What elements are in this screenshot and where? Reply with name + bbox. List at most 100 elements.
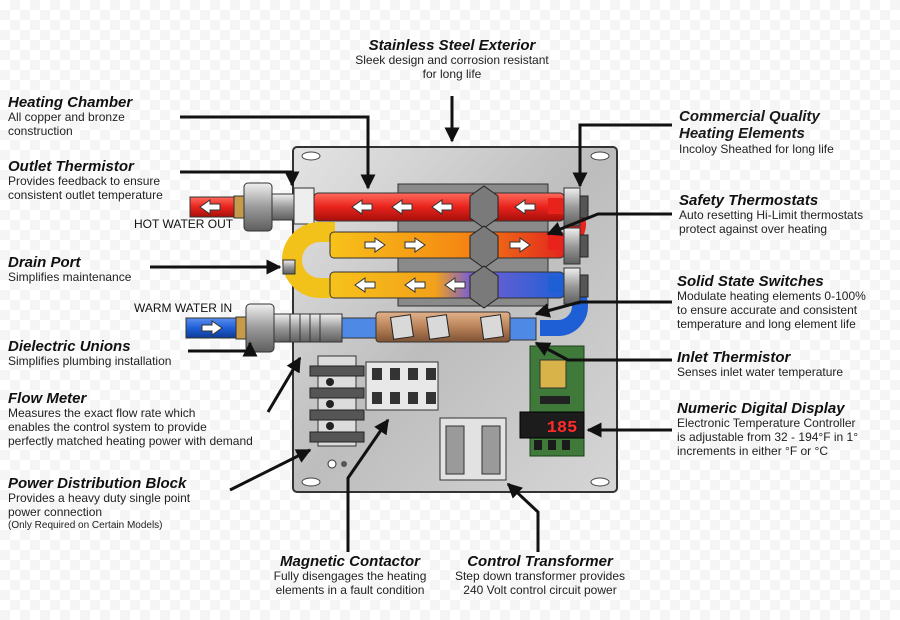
title: Stainless Steel Exterior xyxy=(368,37,536,54)
title: Magnetic Contactor xyxy=(279,553,420,570)
label-magnetic-contactor: Magnetic Contactor Fully disengages the … xyxy=(250,553,450,598)
label-flow-meter: Flow Meter Measures the exact flow rate … xyxy=(8,390,253,449)
callout-dielectric xyxy=(188,341,258,357)
mount-hole-bl xyxy=(301,477,321,487)
desc: Step down transformer provides xyxy=(454,569,626,584)
title: Heating Elements xyxy=(679,125,805,143)
label-safety-thermostats: Safety Thermostats Auto resetting Hi-Lim… xyxy=(679,192,863,237)
mount-hole-br xyxy=(590,477,610,487)
desc: for long life xyxy=(422,67,482,82)
flow-arrow xyxy=(404,277,426,293)
desc: to ensure accurate and consistent xyxy=(677,303,858,318)
ssr-switch-1 xyxy=(390,314,414,340)
flow-arrow xyxy=(514,199,536,215)
desc: protect against over heating xyxy=(679,222,828,237)
desc: Provides feedback to ensure xyxy=(8,174,161,189)
label-heating-elements: Commercial Quality Heating Elements Inco… xyxy=(679,108,834,156)
callout-solid-state xyxy=(534,300,672,318)
mount-hole-tr xyxy=(590,151,610,161)
title: Heating Chamber xyxy=(8,94,133,111)
flow-arrow xyxy=(351,199,373,215)
desc: Incoloy Sheathed for long life xyxy=(679,141,834,156)
desc: Provides a heavy duty single point xyxy=(8,491,191,506)
label-control-transformer: Control Transformer Step down transforme… xyxy=(440,553,640,598)
brass-fitting xyxy=(233,195,245,219)
element-cap-3 xyxy=(563,267,581,305)
desc: consistent outlet temperature xyxy=(8,188,163,203)
callout-transformer xyxy=(506,482,540,552)
title: Solid State Switches xyxy=(677,273,824,290)
desc: perfectly matched heating power with dem… xyxy=(8,433,253,448)
desc: Auto resetting Hi-Limit thermostats xyxy=(679,208,864,223)
callout-power-block xyxy=(229,448,312,492)
inlet-thermistor xyxy=(509,317,537,341)
label-stainless-exterior: Stainless Steel Exterior Sleek design an… xyxy=(332,37,572,82)
label-power-distribution-block: Power Distribution Block Provides a heav… xyxy=(8,475,190,531)
desc: Modulate heating elements 0-100% xyxy=(677,289,866,304)
flow-meter xyxy=(273,313,343,343)
outlet-thermistor-block xyxy=(293,187,315,225)
desc: temperature and long element life xyxy=(677,316,856,331)
title: Control Transformer xyxy=(467,553,613,570)
callout-heating-chamber xyxy=(180,115,376,190)
flange-2 xyxy=(469,225,499,269)
desc: construction xyxy=(8,124,73,139)
label-drain-port: Drain Port Simplifies maintenance xyxy=(8,254,131,285)
callout-safety xyxy=(546,212,672,236)
flow-arrow xyxy=(509,237,531,253)
callout-inlet-thermistor xyxy=(534,341,672,362)
callout-contactor xyxy=(346,418,390,552)
desc: is adjustable from 32 - 194°F in 1° xyxy=(677,430,859,445)
title: Outlet Thermistor xyxy=(8,158,134,175)
warm-water-in-label: WARM WATER IN xyxy=(134,301,233,315)
digital-display-value: 185 xyxy=(547,419,578,438)
desc: Electronic Temperature Controller xyxy=(677,416,856,431)
desc: power connection xyxy=(8,505,103,520)
flow-arrow xyxy=(199,199,221,215)
label-outlet-thermistor: Outlet Thermistor Provides feedback to e… xyxy=(8,158,163,203)
label-solid-state-switches: Solid State Switches Modulate heating el… xyxy=(677,273,866,332)
flow-arrow xyxy=(354,277,376,293)
title: Safety Thermostats xyxy=(679,192,819,209)
mount-hole-tl xyxy=(301,151,321,161)
title: Power Distribution Block xyxy=(8,475,187,492)
flow-arrow xyxy=(404,237,426,253)
flow-arrow xyxy=(431,199,453,215)
desc: All copper and bronze xyxy=(8,110,125,125)
title: Commercial Quality xyxy=(679,108,820,125)
drain-port xyxy=(282,259,296,275)
title: Numeric Digital Display xyxy=(677,400,845,417)
desc: Senses inlet water temperature xyxy=(677,365,844,380)
title: Inlet Thermistor xyxy=(677,349,791,366)
outlet-union xyxy=(243,182,273,232)
title: Drain Port xyxy=(8,254,81,271)
desc: Measures the exact flow rate which xyxy=(8,406,196,421)
desc: Sleek design and corrosion resistant xyxy=(355,53,549,68)
flow-arrow xyxy=(201,320,223,336)
flange-1 xyxy=(469,185,499,229)
title: Flow Meter xyxy=(8,390,87,407)
title: Dielectric Unions xyxy=(8,338,131,355)
label-heating-chamber: Heating Chamber All copper and bronze co… xyxy=(8,94,132,139)
desc: Simplifies maintenance xyxy=(8,270,132,285)
desc: 240 Volt control circuit power xyxy=(463,583,617,598)
note: (Only Required on Certain Models) xyxy=(8,519,163,531)
ssr-switch-3 xyxy=(480,314,504,340)
label-dielectric-unions: Dielectric Unions Simplifies plumbing in… xyxy=(8,338,171,369)
flow-arrow xyxy=(444,277,466,293)
flow-arrow xyxy=(364,237,386,253)
ground-screw xyxy=(327,459,337,469)
label-digital-display: Numeric Digital Display Electronic Tempe… xyxy=(677,400,858,459)
callout-outlet-thermistor xyxy=(180,170,300,187)
hot-water-out-label: HOT WATER OUT xyxy=(134,217,234,231)
element-cap-1 xyxy=(563,187,581,227)
flow-arrow xyxy=(391,199,413,215)
callout-flow-meter xyxy=(266,356,302,413)
desc: enables the control system to provide xyxy=(8,420,207,435)
digital-display-housing xyxy=(519,411,585,439)
desc: Fully disengages the heating xyxy=(273,569,427,584)
desc: increments in either °F or °C xyxy=(677,443,828,458)
ssr-switch-2 xyxy=(426,314,450,340)
desc: elements in a fault condition xyxy=(275,583,425,598)
